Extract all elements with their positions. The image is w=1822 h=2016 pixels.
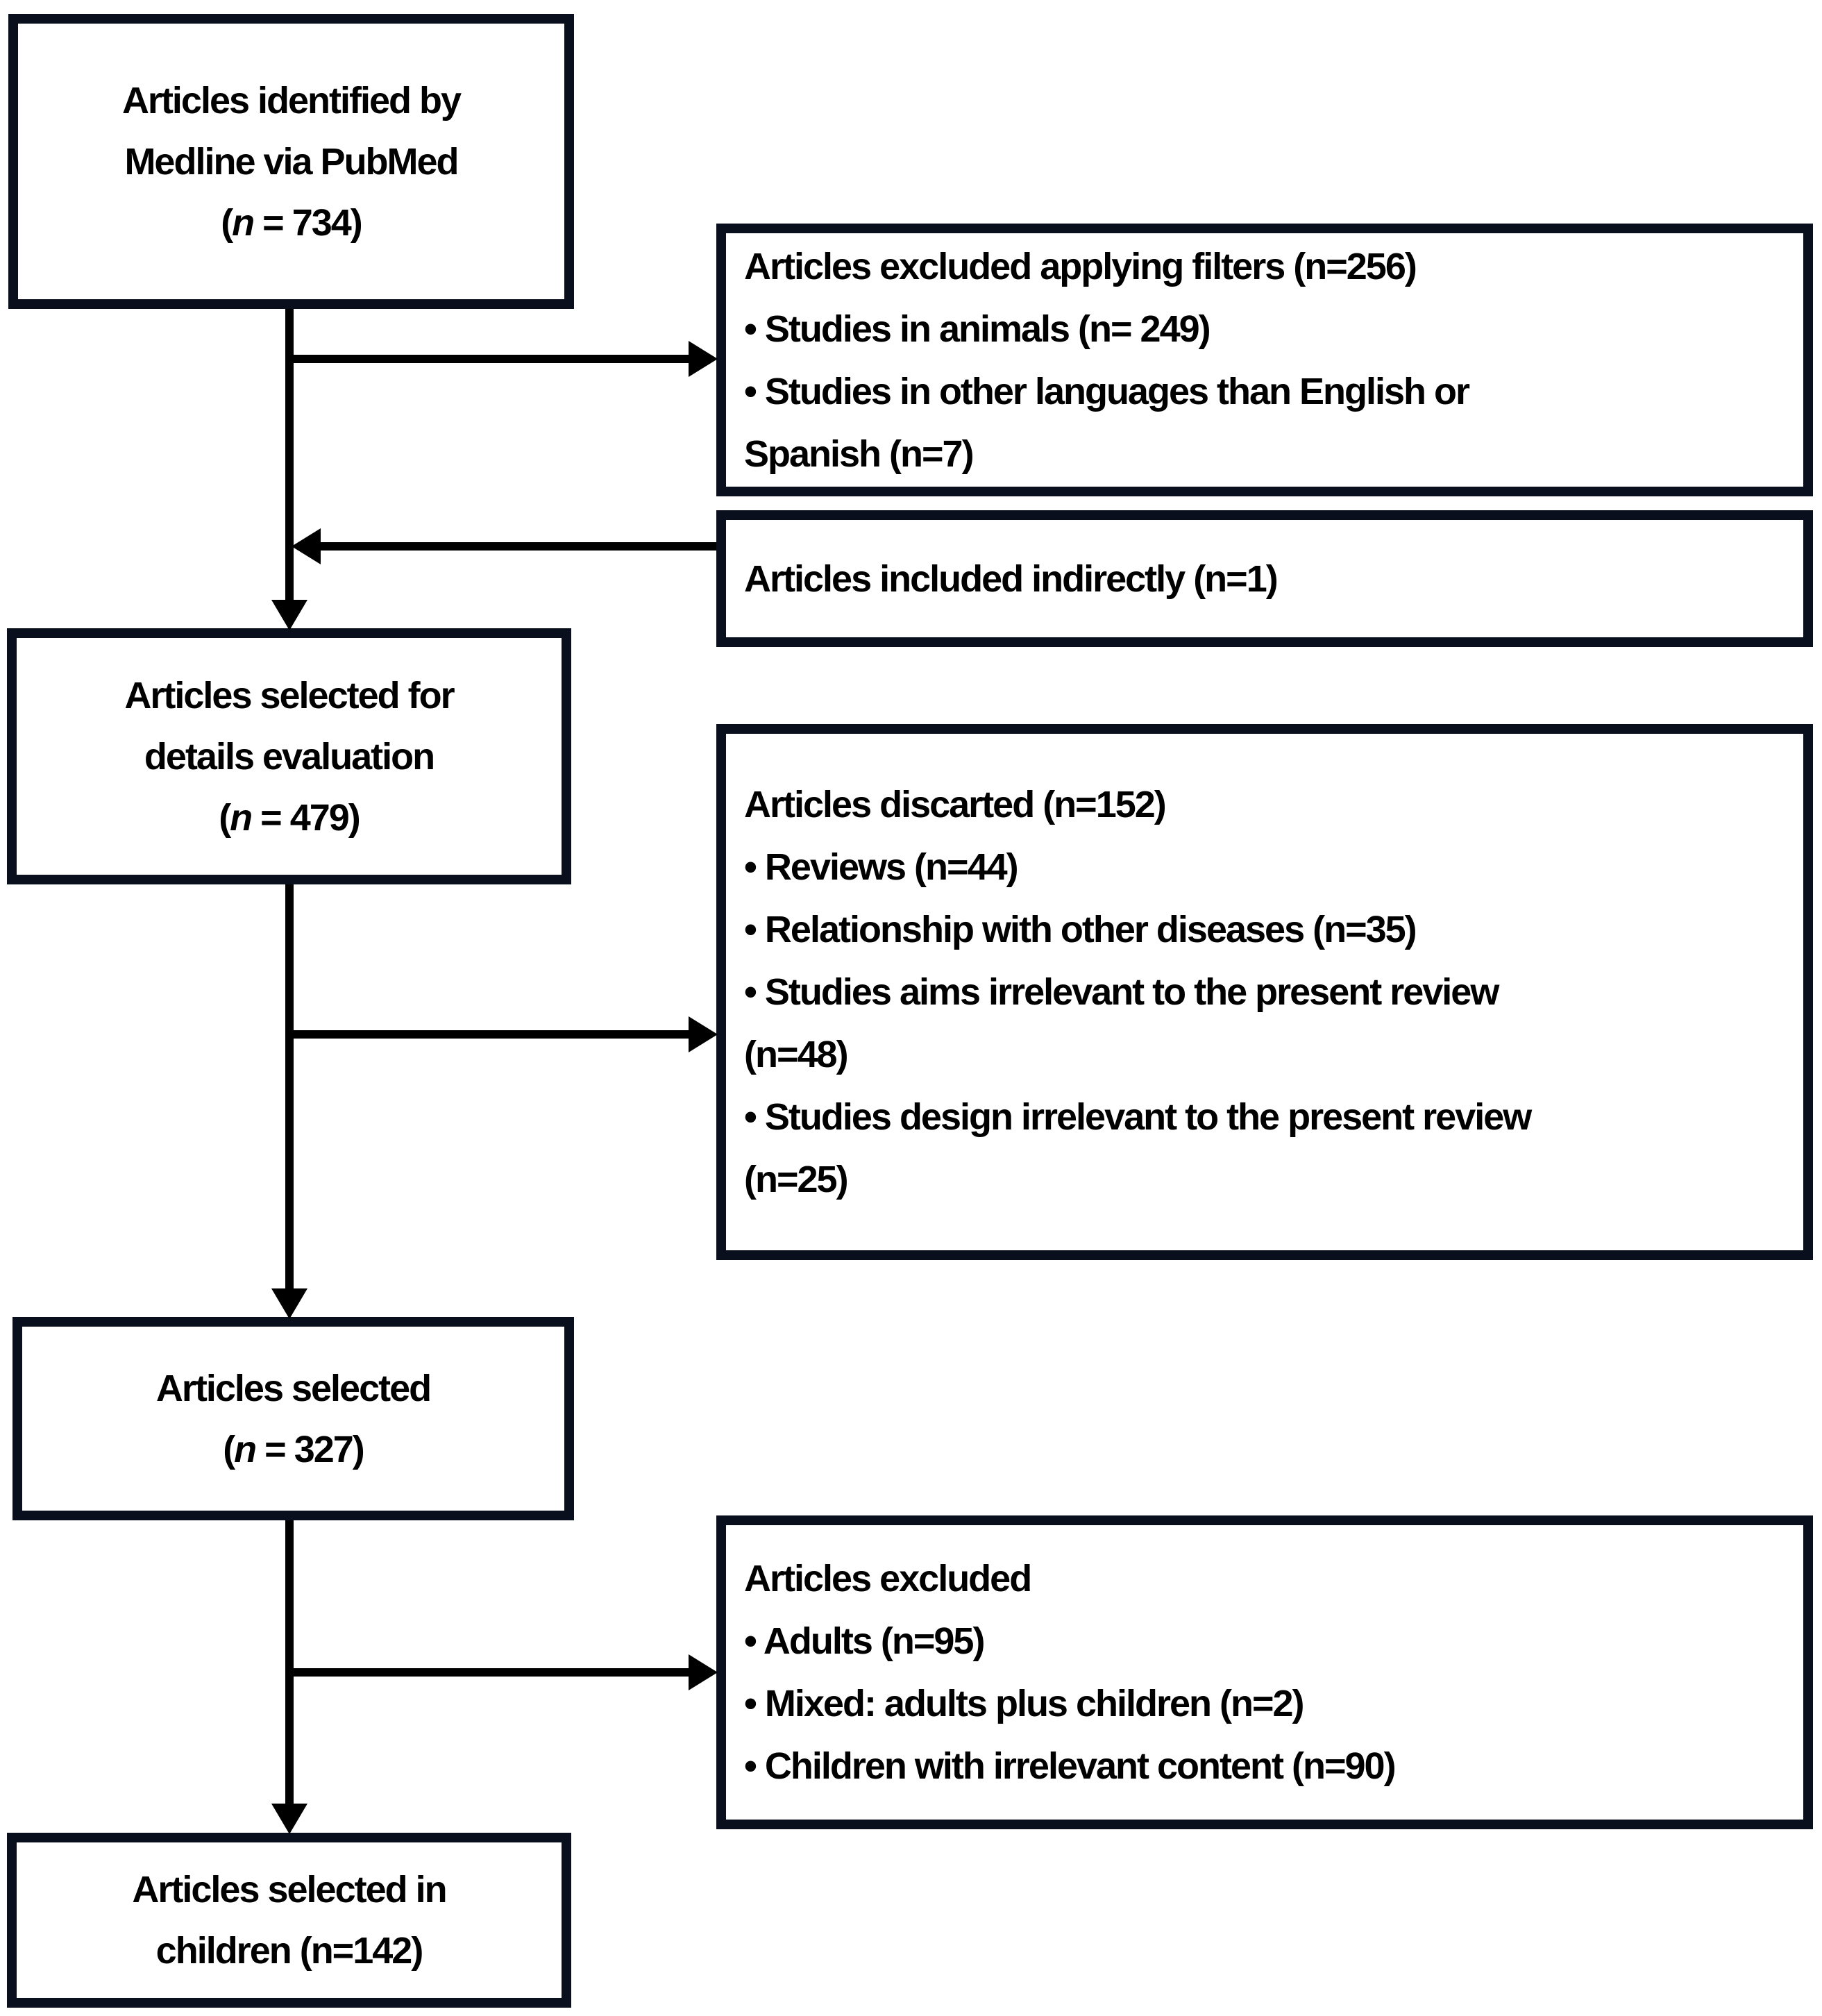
text-line: (n=48) xyxy=(744,1034,849,1075)
text-line: • Mixed: adults plus children (n=2) xyxy=(744,1683,1305,1724)
text-line: Articles selected xyxy=(155,1367,432,1409)
box-articles-discarded: Articles discarted (n=152) • Reviews (n=4… xyxy=(716,724,1813,1260)
box-articles-selected-in-children: Articles selected in children (n=142) xyxy=(7,1833,571,2008)
text-line: Articles included indirectly (n=1) xyxy=(744,557,1279,600)
text-line: • Adults (n=95) xyxy=(744,1620,985,1662)
box-articles-included-indirectly: Articles included indirectly (n=1) xyxy=(716,510,1813,647)
text-line: Medline via PubMed xyxy=(124,140,459,183)
connector-selected-to-children-line xyxy=(285,1520,294,1806)
connector-evaluation-to-selected-arrowhead-icon xyxy=(271,1288,307,1319)
text-line: • Studies in other languages than Englis… xyxy=(744,370,1470,412)
box-articles-identified: Articles identified by Medline via PubMed… xyxy=(8,14,574,309)
text-line: • Studies aims irrelevant to the present… xyxy=(744,971,1499,1013)
arrow-included-indirectly-arrowhead-icon xyxy=(292,528,321,564)
branch-to-discarded-line xyxy=(285,1030,691,1039)
text-line: • Studies design irrelevant to the prese… xyxy=(744,1096,1532,1138)
box-articles-selected-for-evaluation: Articles selected for details evaluation (… xyxy=(7,628,571,884)
branch-to-excluded-population-line xyxy=(285,1668,691,1677)
box-articles-excluded-population: Articles excluded • Adults (n=95) • Mixed:… xyxy=(716,1515,1813,1829)
branch-to-excluded-filters-arrowhead-icon xyxy=(689,341,718,377)
text-line: (n = 734) xyxy=(221,201,363,244)
text-line: • Reviews (n=44) xyxy=(744,846,1019,888)
text-line: Articles excluded applying filters (n=25… xyxy=(744,245,1417,287)
connector-selected-to-children-arrowhead-icon xyxy=(271,1804,307,1834)
connector-evaluation-to-selected-line xyxy=(285,884,294,1291)
text-line: (n=25) xyxy=(744,1159,849,1200)
branch-to-discarded-arrowhead-icon xyxy=(689,1016,718,1052)
text-line: • Relationship with other diseases (n=35… xyxy=(744,909,1417,950)
text-line: details evaluation xyxy=(144,735,435,778)
text-line: Articles selected for xyxy=(124,674,455,716)
text-line: Articles selected in xyxy=(132,1869,447,1910)
text-line: • Children with irrelevant content (n=90… xyxy=(744,1745,1397,1787)
box-articles-excluded-filters: Articles excluded applying filters (n=25… xyxy=(716,224,1813,496)
text-line: Articles discarted (n=152) xyxy=(744,784,1167,825)
text-line: • Studies in animals (n= 249) xyxy=(744,308,1211,350)
text-line: Articles excluded xyxy=(744,1558,1032,1599)
connector-identified-to-evaluation-arrowhead-icon xyxy=(271,600,307,630)
text-line: children (n=142) xyxy=(155,1930,424,1972)
box-articles-selected: Articles selected (n = 327) xyxy=(12,1317,574,1520)
branch-to-excluded-filters-line xyxy=(285,355,691,363)
text-line: (n = 479) xyxy=(219,796,361,839)
text-line: Spanish (n=7) xyxy=(744,432,975,475)
branch-to-excluded-population-arrowhead-icon xyxy=(689,1654,718,1690)
text-line: (n = 327) xyxy=(223,1428,365,1470)
text-line: Articles identified by xyxy=(121,79,462,121)
arrow-included-indirectly-line xyxy=(318,542,716,551)
